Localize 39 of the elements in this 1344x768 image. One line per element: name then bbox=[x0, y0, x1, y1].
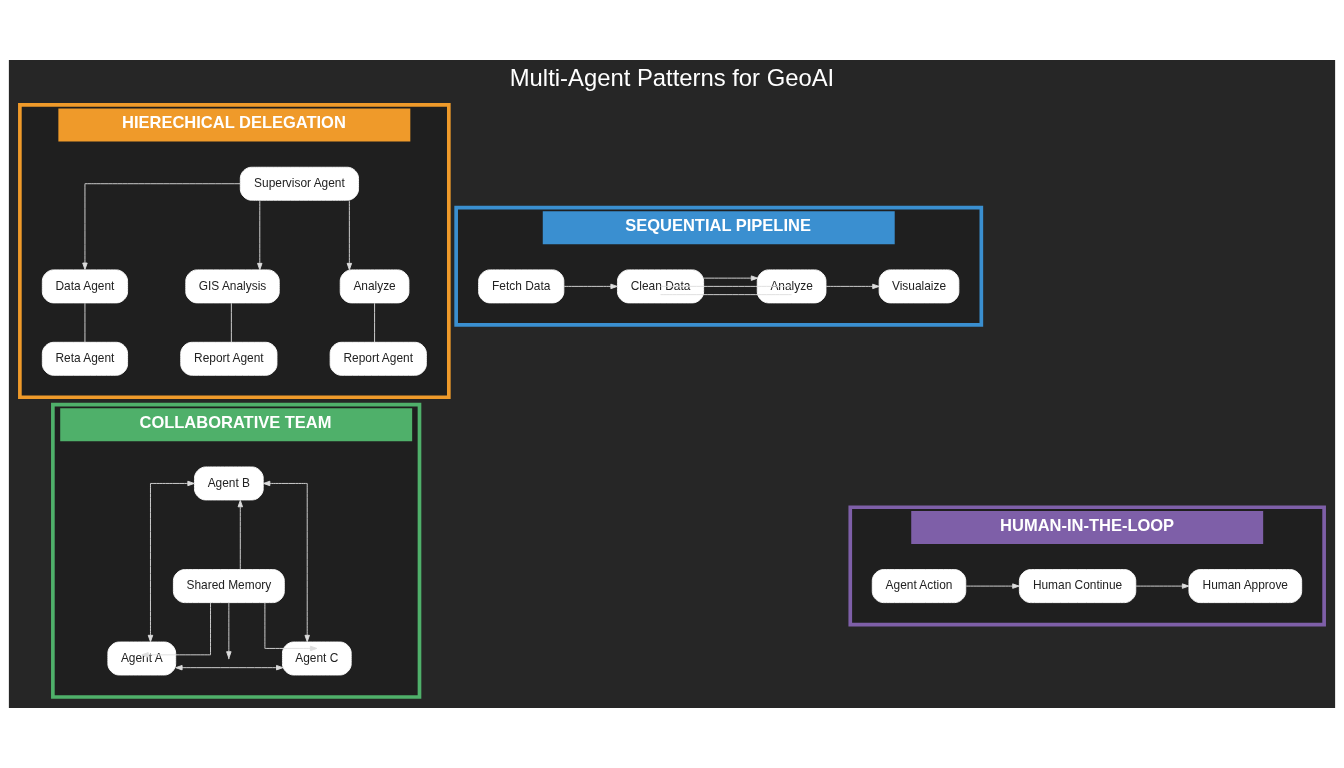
arrow bbox=[257, 200, 263, 271]
arrow bbox=[263, 480, 310, 643]
node-box: Reta Agent bbox=[41, 341, 129, 376]
node-box: Visualaize bbox=[878, 269, 960, 304]
node-box: Report Agent bbox=[329, 341, 427, 376]
arrow bbox=[141, 602, 211, 658]
node-box: Agent B bbox=[194, 466, 264, 501]
connector bbox=[84, 302, 86, 343]
arrow bbox=[1135, 583, 1190, 589]
arrow bbox=[82, 183, 241, 270]
node-box: Human Approve bbox=[1188, 569, 1303, 604]
arrow bbox=[703, 275, 759, 281]
node-box: Analyze bbox=[756, 269, 827, 304]
connector bbox=[374, 302, 376, 343]
node-box: Report Agent bbox=[180, 341, 278, 376]
arrow bbox=[237, 499, 243, 570]
node-box: Agent C bbox=[282, 641, 352, 676]
arrow bbox=[147, 480, 195, 643]
node-box: Fetch Data bbox=[478, 269, 565, 304]
connector bbox=[230, 302, 232, 343]
arrow bbox=[825, 283, 880, 290]
arrow bbox=[226, 602, 232, 659]
node-box: Analyze bbox=[339, 269, 410, 304]
connector bbox=[660, 285, 793, 287]
connector bbox=[660, 294, 793, 296]
node-box: Data Agent bbox=[41, 269, 129, 304]
node-box: Clean Data bbox=[617, 269, 705, 304]
arrow bbox=[965, 583, 1020, 589]
node-box: Agent Action bbox=[871, 569, 967, 604]
node-box: Agent A bbox=[107, 641, 177, 676]
arrow bbox=[563, 283, 618, 290]
arrow bbox=[346, 200, 353, 271]
node-box: Supervisor Agent bbox=[239, 166, 359, 201]
diagram-title: Multi-Agent Patterns for GeoAI bbox=[509, 64, 835, 92]
node-box: Human Continue bbox=[1018, 569, 1137, 604]
node-box: GIS Analysis bbox=[185, 269, 280, 304]
arrow bbox=[175, 664, 284, 671]
node-box: Shared Memory bbox=[172, 569, 285, 604]
arrow bbox=[264, 602, 318, 652]
